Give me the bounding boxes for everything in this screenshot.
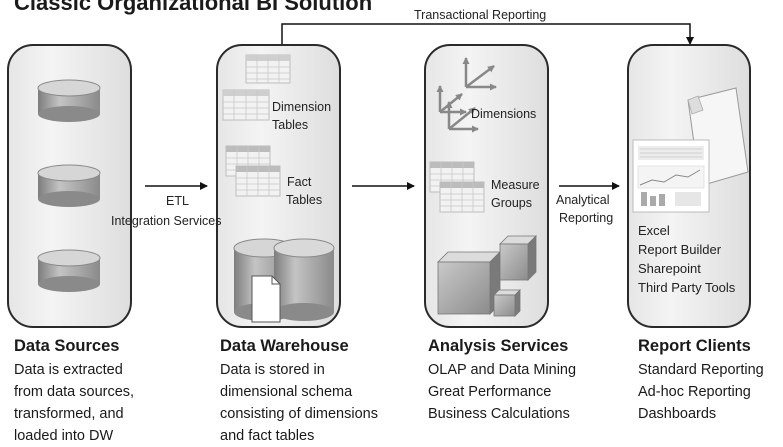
panel-line: Standard Reporting	[638, 362, 764, 378]
panel-line: Data is extracted	[14, 362, 123, 378]
panel-line: consisting of dimensions	[220, 406, 378, 422]
report-tool-item: Sharepoint	[638, 261, 701, 276]
table-icon	[245, 54, 291, 84]
report-tool-item: Third Party Tools	[638, 280, 736, 295]
fact-tables-label: Tables	[286, 193, 323, 207]
database-icon	[37, 249, 101, 292]
etl-label: ETL	[166, 194, 189, 208]
panel-line: OLAP and Data Mining	[428, 362, 577, 378]
analysis-services-panel: Analysis Services OLAP and Data Mining G…	[428, 337, 576, 425]
panel-line: transformed, and	[14, 406, 124, 422]
cube-icon	[493, 289, 521, 317]
reporting-label: Reporting	[559, 211, 614, 225]
database-icon	[37, 164, 101, 207]
dimensions-label: Dimensions	[471, 107, 537, 121]
table-icon	[222, 89, 270, 121]
panel-line: Data is stored in	[220, 362, 325, 378]
panel-title: Report Clients	[638, 337, 751, 355]
data-sources-panel: Data Sources Data is extracted from data…	[14, 337, 134, 447]
panel-title: Data Warehouse	[220, 337, 349, 355]
panel-line: Ad-hoc Reporting	[638, 384, 751, 400]
measure-groups-label: Measure	[491, 178, 540, 192]
panel-line: from data sources,	[14, 384, 135, 400]
panel-line: Great Performance	[428, 384, 552, 400]
analytical-label: Analytical	[556, 193, 610, 207]
table-icon	[439, 181, 485, 213]
transactional-reporting-label: Transactional Reporting	[414, 8, 547, 22]
report-clients-panel: Report Clients Standard Reporting Ad-hoc…	[638, 337, 764, 425]
warehouse-storage-icon	[233, 238, 335, 321]
document-icon	[251, 275, 281, 323]
panel-title: Data Sources	[14, 337, 120, 355]
page-title: Classic Organizational BI Solution	[14, 0, 373, 15]
report-tool-item: Excel	[638, 223, 670, 238]
table-icon	[235, 165, 281, 197]
dimension-axes-icon	[436, 57, 497, 133]
database-icon	[37, 79, 101, 122]
report-tool-item: Report Builder	[638, 242, 722, 257]
data-warehouse-panel: Data Warehouse Data is stored in dimensi…	[220, 337, 378, 447]
dimension-tables-label: Tables	[272, 118, 309, 132]
transactional-reporting-arrow	[281, 23, 694, 45]
report-screenshot-icon	[632, 139, 710, 213]
dimension-tables-label: Dimension	[272, 100, 332, 114]
panel-line: dimensional schema	[220, 384, 353, 400]
panel-line: and fact tables	[220, 428, 315, 444]
panel-line: Business Calculations	[428, 406, 570, 422]
measure-groups-label: Groups	[491, 196, 532, 210]
fact-tables-label: Fact	[287, 175, 312, 189]
panel-title: Analysis Services	[428, 337, 569, 355]
cube-icon	[437, 251, 501, 315]
integration-services-label: Integration Services	[111, 214, 222, 228]
cube-icon	[499, 235, 537, 281]
panel-line: loaded into DW	[14, 428, 114, 444]
panel-line: Dashboards	[638, 406, 717, 422]
